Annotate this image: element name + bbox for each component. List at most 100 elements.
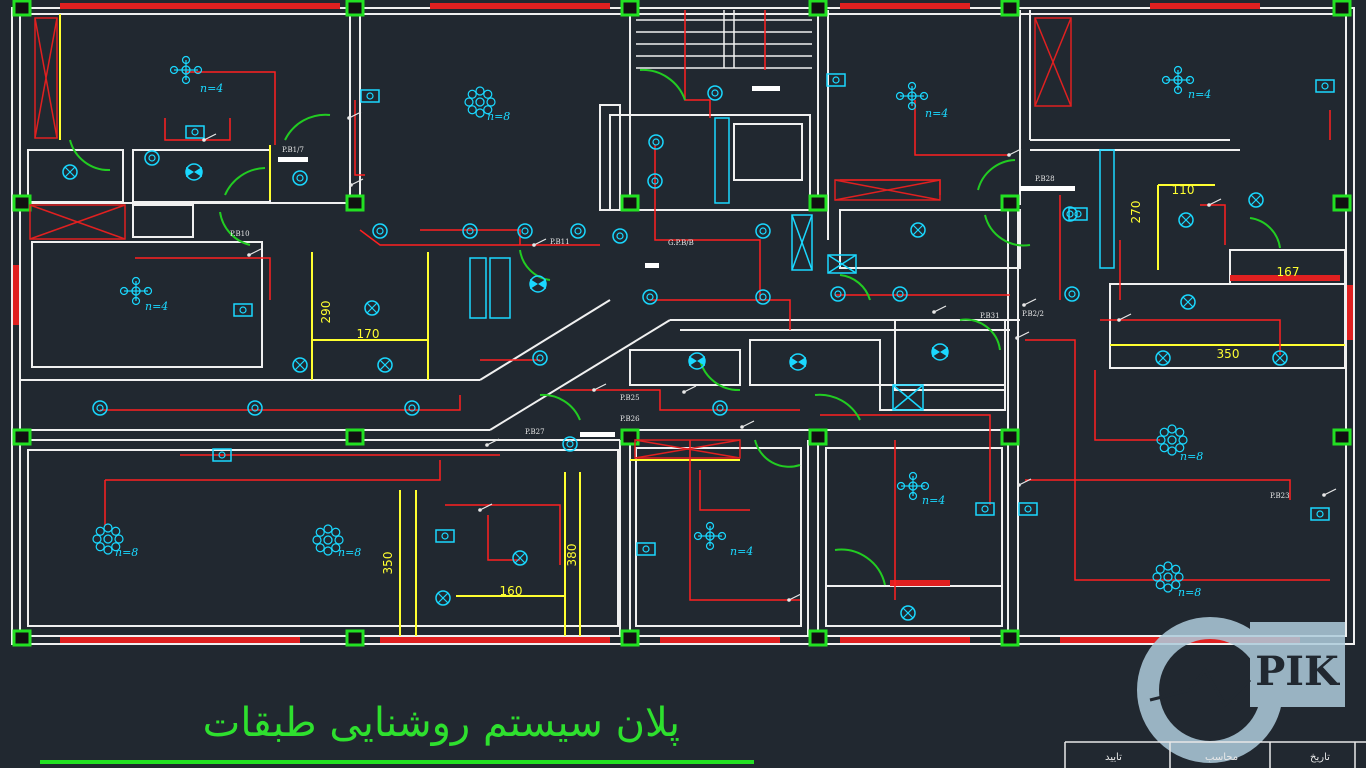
panel-labels: P.B1/7 P.B10 P.B11 G.P.B/B P.B28 P.B31 P… — [230, 146, 1290, 500]
ceiling-light-icon — [517, 223, 533, 239]
switch-icon — [1017, 478, 1032, 487]
dimension-frames — [59, 14, 1345, 636]
dim-167: 167 — [1277, 265, 1300, 279]
lamp-count: n=4 — [200, 82, 223, 95]
ceiling-light-icon — [144, 150, 160, 166]
chandelier-icon — [896, 471, 930, 501]
ceiling-light-icon — [292, 170, 308, 186]
wall-light-icon — [512, 550, 528, 566]
column — [1000, 428, 1020, 446]
ceiling-light-icon — [1064, 286, 1080, 302]
title-block-date: تاریخ — [1310, 752, 1330, 763]
walls — [11, 7, 1355, 645]
structural-columns — [12, 0, 1352, 647]
column — [12, 428, 32, 446]
ceiling-light-icon — [755, 223, 771, 239]
column — [345, 194, 365, 212]
chandelier-icon — [1161, 65, 1195, 95]
dimension-labels: 110 270 167 350 290 170 160 350 380 — [319, 183, 1299, 598]
chandelier-icon — [1152, 561, 1184, 593]
column — [808, 0, 828, 17]
exhaust-fan-icon — [688, 352, 706, 370]
switch-icon — [1022, 298, 1037, 307]
switch-icon — [485, 438, 500, 447]
wall-light-icon — [1272, 350, 1288, 366]
dim-270: 270 — [1129, 201, 1143, 224]
column — [620, 194, 640, 212]
dim-380: 380 — [565, 544, 579, 567]
lamp-count: n=8 — [1180, 450, 1203, 463]
switch-icon — [682, 385, 697, 394]
exhaust-fan-icon — [789, 353, 807, 371]
panel-pb11: P.B11 — [550, 238, 570, 246]
panel-pb17: P.B1/7 — [282, 146, 304, 154]
switch-icon — [1015, 331, 1030, 340]
wall-light-icon — [1178, 212, 1194, 228]
wall-light-icon — [975, 502, 995, 516]
logo-emblem-icon: PIK — [1137, 617, 1345, 763]
column — [345, 428, 365, 446]
wall-light-icon — [233, 303, 253, 317]
lamp-count: n=8 — [115, 546, 138, 559]
panel-pb28: P.B28 — [1035, 175, 1055, 183]
ceiling-light-icon — [1062, 206, 1078, 222]
ceiling-light-icon — [707, 85, 723, 101]
label-patches — [278, 86, 1075, 437]
wall-light-icon — [185, 125, 205, 139]
switch-icon — [1322, 488, 1337, 497]
exhaust-fan-icon — [529, 275, 547, 293]
panel-pb27: P.B27 — [525, 428, 545, 436]
ceiling-light-icon — [830, 286, 846, 302]
switch-icon — [787, 593, 802, 602]
lamp-count: n=8 — [1178, 586, 1201, 599]
wall-light-icon — [377, 357, 393, 373]
panel-pb22: P.B2/2 — [1022, 310, 1044, 318]
wall-light-icon — [1155, 350, 1171, 366]
column — [808, 194, 828, 212]
column — [345, 629, 365, 647]
drawing-title: پلان سیستم روشنایی طبقات — [202, 700, 680, 746]
chandelier-icon — [312, 524, 344, 556]
ceiling-light-icon — [648, 134, 664, 150]
shafts — [29, 17, 1072, 459]
ceiling-light-icon — [612, 228, 628, 244]
column — [620, 629, 640, 647]
lamp-count-labels: n=4 n=8 n=4 n=4 n=4 n=8 n=8 n=4 n=4 n=8 … — [115, 82, 1211, 599]
dim-290: 290 — [319, 301, 333, 324]
wall-light-icon — [1018, 502, 1038, 516]
staircase — [636, 10, 812, 69]
switch-icon — [740, 420, 755, 429]
wall-light-icon — [1180, 294, 1196, 310]
lamp-count: n=4 — [922, 494, 945, 507]
svg-text:PIK: PIK — [1255, 648, 1340, 695]
panel-pb23: P.B23 — [1270, 492, 1290, 500]
lamp-count: n=8 — [338, 546, 361, 559]
switch-icon — [532, 238, 547, 247]
dim-170: 170 — [357, 327, 380, 341]
wall-light-icon — [910, 222, 926, 238]
ceiling-light-icon — [712, 400, 728, 416]
chandelier-icon — [169, 55, 203, 85]
wall-light-icon — [360, 89, 380, 103]
switch-icon — [202, 133, 217, 142]
column — [620, 0, 640, 17]
ceiling-light-icon — [92, 400, 108, 416]
wall-light-icon — [636, 542, 656, 556]
column — [1000, 0, 1020, 17]
switch-icon — [247, 248, 262, 257]
panel-gpbb: G.P.B/B — [668, 239, 694, 247]
column — [1332, 428, 1352, 446]
ceiling-light-icon — [247, 400, 263, 416]
wall-light-icon — [900, 605, 916, 621]
wall-light-icon — [435, 590, 451, 606]
lamp-count: n=4 — [1188, 88, 1211, 101]
column — [1332, 0, 1352, 17]
switch-icon — [478, 503, 493, 512]
ceiling-light-icon — [404, 400, 420, 416]
column — [808, 428, 828, 446]
panel-pb26: P.B26 — [620, 415, 640, 423]
ceiling-light-icon — [647, 173, 663, 189]
column — [1000, 194, 1020, 212]
wall-light-icon — [62, 164, 78, 180]
switch-icon — [349, 178, 364, 187]
